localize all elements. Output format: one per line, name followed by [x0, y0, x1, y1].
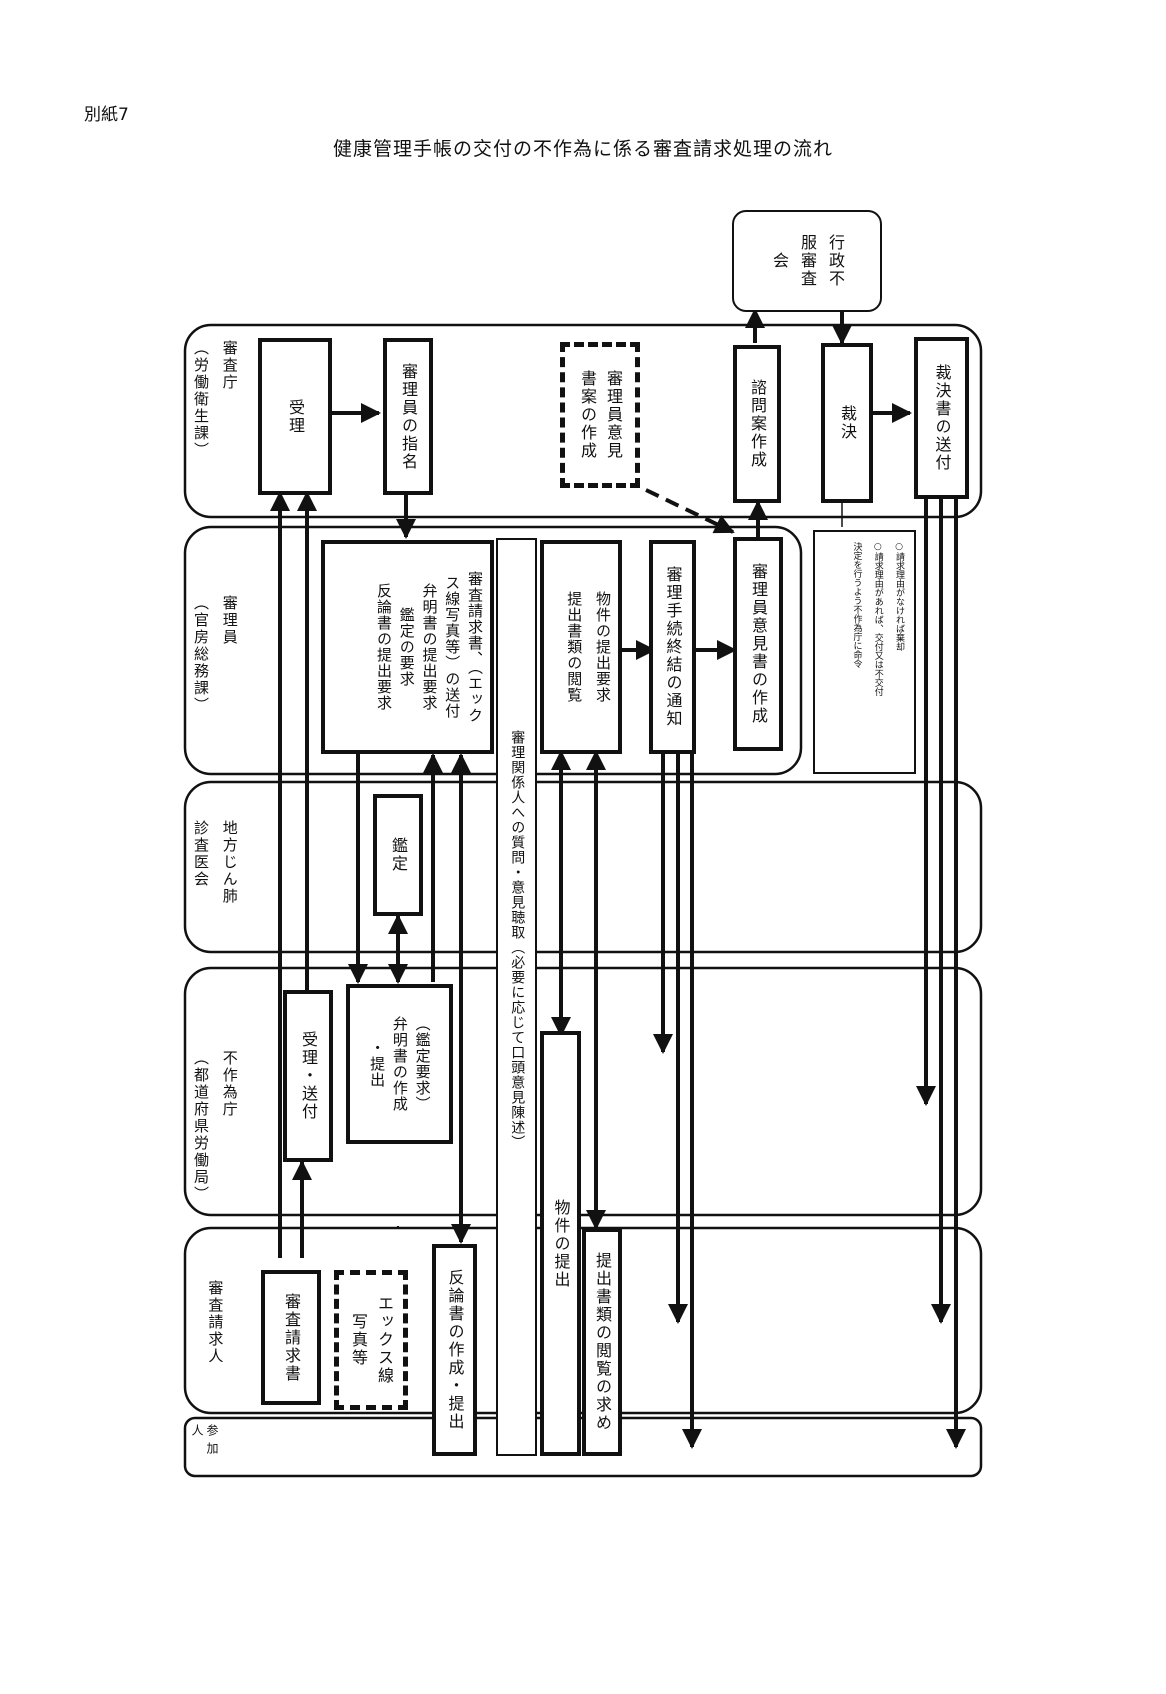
lane-shinsaikai [183, 780, 983, 954]
arrows [270, 308, 966, 1449]
doc-label: 別紙7 [84, 105, 129, 125]
benmei-box: （鑑定要求） 弁明書の作成 ・提出 [346, 984, 453, 1144]
lane-fusakuicho [183, 966, 983, 1217]
shinri-requests-box: 審査請求書、（エック ス線写真等）の送付 弁明書の提出要求 鑑定の要求 反論書の… [321, 540, 494, 754]
iken-draft-box: 審理員意見 書案の作成 [560, 342, 640, 488]
shimon-box: 諮問案作成 [733, 345, 781, 503]
page-title: 健康管理手帳の交付の不作為に係る審査請求処理の流れ [332, 138, 833, 160]
lane-label: （官房総務課） [192, 595, 210, 714]
hanron-box: 反論書の作成・提出 [432, 1244, 477, 1456]
lane-shinsacho [183, 323, 983, 519]
lane-header-shinsacho: （労働衛生課） 審査庁 [185, 340, 245, 505]
shuketsu-box: 審理手続終結の通知 [649, 540, 696, 754]
shinsakai-box: 行政不 服審査 会 [732, 210, 882, 312]
kantei-box: 鑑定 [373, 794, 423, 916]
bukken-request-box: 物件の提出要求 提出書類の閲覧 [540, 540, 622, 754]
saiketsu-note: ○請求理由がなければ棄却 ○請求理由があれば、交付又は不交付 決定を行うよう不作… [813, 530, 916, 774]
lane-label: 審査庁 [220, 340, 239, 391]
shiteii-box: 審理員の指名 [383, 338, 433, 495]
bukken-teishutsu-box: 物件の提出 [540, 1031, 581, 1456]
ikensho-box: 審理員意見書の作成 [733, 537, 783, 751]
arrow-draft-to-ikensho [645, 488, 735, 534]
xray-box: エックス線 写真等 [334, 1270, 408, 1410]
lane-label: （都道府県労働局） [192, 1050, 210, 1203]
saiketsu-box: 裁決 [821, 343, 873, 503]
lane-header-fusakuicho: （都道府県労働局） 不作為庁 [185, 1050, 245, 1215]
lane-label: 不作為庁 [220, 1050, 239, 1118]
lane-header-shinriin: （官房総務課） 審理員 [185, 595, 245, 760]
lane-label: 審理員 [220, 595, 239, 646]
lane-shinriin [183, 525, 803, 776]
juri-box: 受理 [258, 338, 332, 495]
lane-header-shinsaikai: 診査医会 地方じん肺 [185, 820, 245, 940]
etsuran-box: 提出書類の閲覧の求め [582, 1228, 622, 1456]
soufu-box: 裁決書の送付 [914, 337, 969, 499]
lane-header-seikyunin: 審査請求人 [185, 1280, 245, 1400]
lane-label: 審査請求人 [206, 1280, 225, 1365]
juri-soufu-box: 受理・送付 [283, 990, 333, 1162]
lane-label: 参加人 [190, 1424, 219, 1460]
lane-header-sankanin: 参加人 [190, 1424, 219, 1474]
lane-label: 地方じん肺 [220, 820, 239, 905]
seikyusho-box: 審査請求書 [261, 1270, 321, 1405]
lane-label: 診査医会 [192, 820, 210, 888]
hearing-box: 審理関係人への質問・意見聴取（必要に応じて口頭意見陳述） [496, 538, 537, 1456]
lane-label: （労働衛生課） [192, 340, 210, 459]
